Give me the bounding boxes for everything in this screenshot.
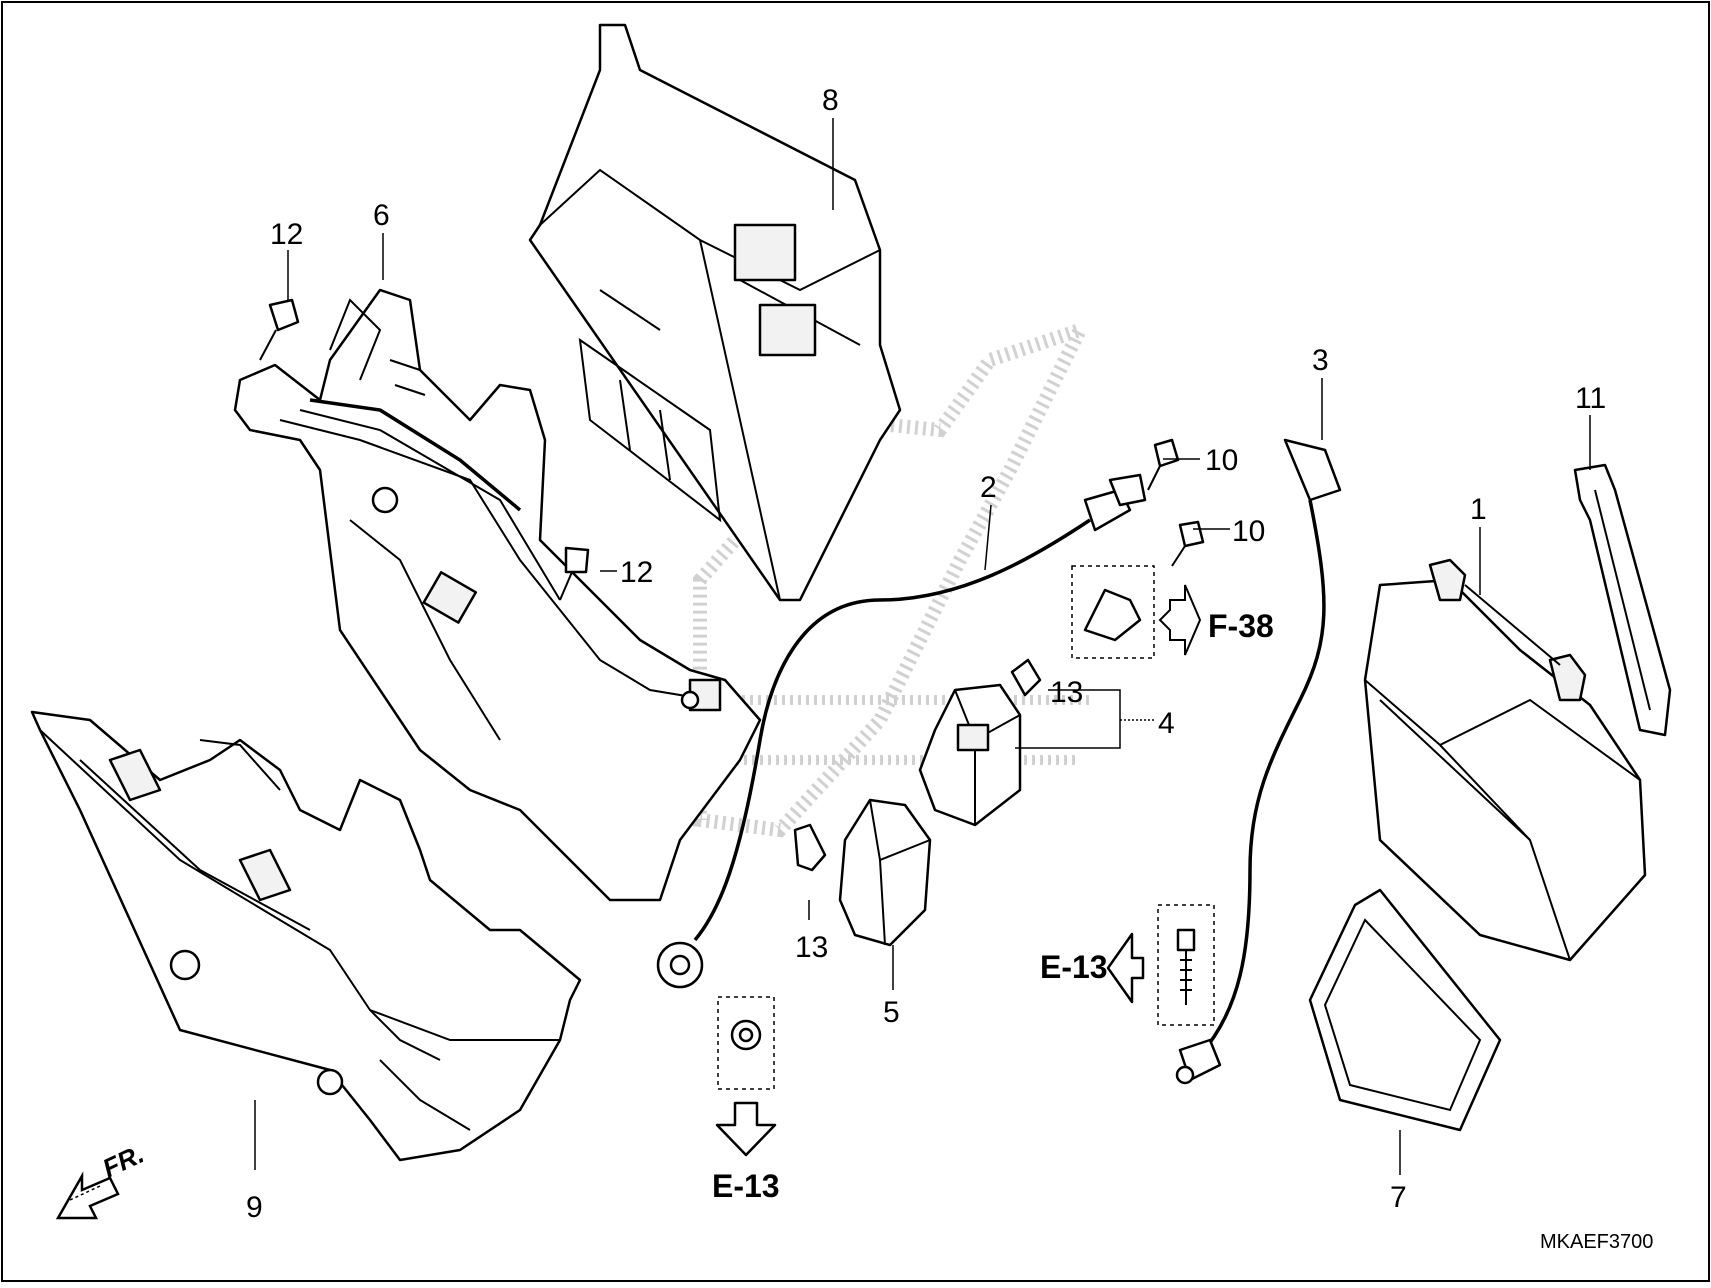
callout-12-lower: 12	[620, 556, 653, 589]
callout-7: 7	[1390, 1181, 1407, 1214]
terminal-bolt-upper	[1147, 438, 1180, 491]
leader-lines	[254, 118, 1591, 1175]
callout-10-lower: 10	[1232, 515, 1265, 548]
fuse-lower	[793, 823, 827, 872]
battery-cable	[656, 473, 1147, 989]
battery-box-cover	[528, 23, 902, 602]
lower-cover	[30, 710, 582, 1162]
battery-band	[1573, 463, 1672, 737]
battery-pad	[1308, 888, 1502, 1132]
callout-9: 9	[246, 1191, 263, 1224]
callout-13-upper: 13	[1050, 676, 1083, 709]
callout-labels: 8 6 12 12 2 10 10 3 11 1 13 4 13 5 7 9	[246, 84, 1606, 1224]
watermark-logo	[693, 318, 1094, 838]
diagram-code: MKAEF3700	[1540, 1231, 1653, 1253]
callout-3: 3	[1312, 344, 1329, 377]
callout-11: 11	[1575, 382, 1606, 415]
bolt-upper	[259, 298, 300, 361]
front-arrow-icon	[55, 1171, 120, 1220]
callout-5: 5	[883, 996, 900, 1029]
relay	[918, 683, 1022, 827]
callout-10-upper: 10	[1205, 444, 1238, 477]
bolt-lower	[559, 546, 590, 601]
terminal-bolt-lower	[1171, 520, 1205, 567]
callout-12-upper: 12	[270, 218, 303, 251]
e13-bottom-detail	[715, 996, 777, 1157]
ground-cable	[1175, 438, 1342, 1085]
callout-2: 2	[980, 471, 997, 504]
callout-4: 4	[1158, 707, 1175, 740]
reference-f38[interactable]: F-38	[1208, 608, 1274, 644]
callout-13-lower: 13	[795, 931, 828, 964]
fuse-upper	[1010, 658, 1042, 697]
battery-case	[233, 288, 762, 902]
e13-left-detail	[1106, 904, 1215, 1026]
battery	[1363, 558, 1647, 962]
f38-detail	[1071, 565, 1202, 659]
callout-1: 1	[1470, 493, 1487, 526]
reference-e13-left[interactable]: E-13	[1040, 949, 1108, 985]
callout-8: 8	[822, 84, 839, 117]
callout-6: 6	[373, 199, 390, 232]
front-label: FR.	[98, 1139, 149, 1184]
reference-e13-bottom[interactable]: E-13	[712, 1168, 780, 1204]
relay-cover	[838, 798, 932, 947]
